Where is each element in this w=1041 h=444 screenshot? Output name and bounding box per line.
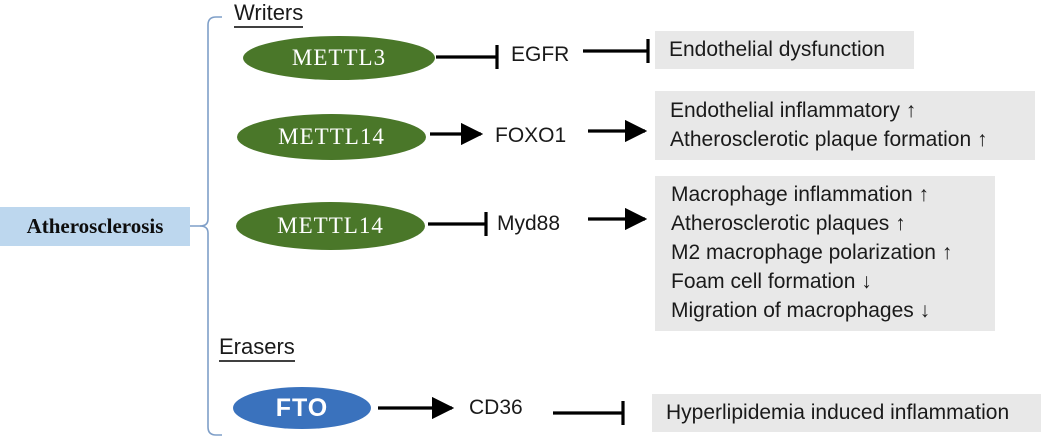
outcome-line: Macrophage inflammation ↑	[671, 183, 929, 207]
node-mettl14-writer-myd88-label: METTL14	[277, 213, 384, 238]
outcome-line: M2 macrophage polarization ↑	[671, 241, 953, 265]
node-fto: FTO	[233, 387, 371, 429]
entry-node-atherosclerosis: Atherosclerosis	[0, 207, 190, 246]
outcome-line: Atherosclerotic plaques ↑	[671, 212, 906, 236]
gene-label-egfr: EGFR	[511, 43, 570, 66]
branch-bracket-icon	[190, 16, 222, 436]
node-mettl14-writer-myd88: METTL14	[236, 202, 425, 250]
connector-mettl14-myd88-inhibition	[428, 212, 488, 236]
outcome-box-hyperlipidemia-inflammation: Hyperlipidemia induced inflammation	[652, 394, 1041, 432]
outcome-line: Atherosclerotic plaque formation ↑	[670, 127, 988, 151]
outcome-box-endothelial-dysfunction: Endothelial dysfunction	[655, 31, 914, 69]
outcome-line: Endothelial dysfunction	[669, 37, 885, 61]
node-mettl3-label: METTL3	[291, 45, 387, 70]
connector-egfr-outcome1-inhibition	[583, 39, 650, 63]
outcome-line: Endothelial inflammatory ↑	[670, 98, 917, 122]
gene-label-foxo1: FOXO1	[495, 124, 567, 147]
outcome-box-macrophage-effects: Macrophage inflammation ↑ Atheroscleroti…	[655, 176, 995, 331]
section-heading-writers: Writers	[234, 0, 304, 28]
entry-node-label: Atherosclerosis	[26, 214, 164, 238]
section-heading-erasers-label: Erasers	[219, 334, 295, 362]
outcome-line: Migration of macrophages ↓	[671, 298, 931, 322]
connector-cd36-outcome4-inhibition	[553, 401, 625, 425]
gene-label-myd88: Myd88	[497, 212, 561, 235]
gene-label-cd36: CD36	[469, 396, 523, 419]
connector-mettl3-egfr-inhibition	[436, 45, 499, 69]
section-heading-erasers: Erasers	[219, 334, 295, 362]
outcome-line: Hyperlipidemia induced inflammation	[666, 400, 1010, 424]
node-mettl14-writer-foxo1-label: METTL14	[278, 124, 385, 149]
section-heading-writers-label: Writers	[234, 0, 304, 28]
node-fto-label: FTO	[275, 393, 329, 422]
node-mettl3: METTL3	[243, 36, 435, 80]
outcome-box-endothelial-inflammatory: Endothelial inflammatory ↑ Atherosclerot…	[655, 91, 1035, 160]
node-mettl14-writer-foxo1: METTL14	[237, 114, 426, 160]
outcome-line: Foam cell formation ↓	[671, 269, 872, 293]
